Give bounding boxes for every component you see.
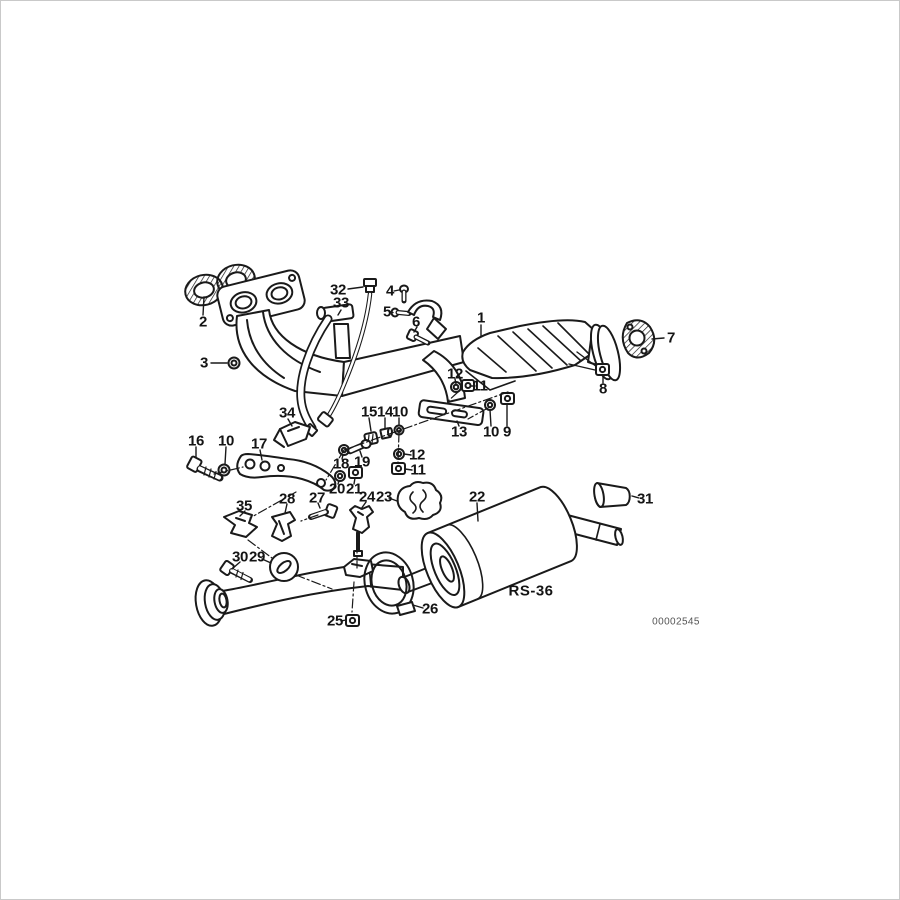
callout-12: 12 (446, 365, 464, 383)
bracket-17-drawing (236, 453, 337, 492)
callout-3: 3 (199, 354, 209, 372)
callout-10: 10 (217, 432, 235, 450)
callout-20: 20 (328, 480, 346, 498)
washer-12b-drawing (393, 448, 405, 460)
callout-17: 17 (250, 435, 268, 453)
callout-9: 9 (502, 423, 512, 441)
document-number: 00002545 (652, 616, 700, 628)
rear-gasket-7-drawing (621, 319, 656, 359)
nut-3-drawing (227, 356, 241, 370)
callout-24: 24 (358, 488, 376, 506)
callout-35: 35 (235, 497, 253, 515)
callout-8: 8 (598, 380, 608, 398)
callout-4: 4 (385, 282, 395, 300)
callout-12: 12 (408, 446, 426, 464)
callout-21: 21 (345, 480, 363, 498)
callout-10: 10 (391, 403, 409, 421)
drawing-code-label: RS-36 (508, 582, 554, 600)
hanger-24-drawing (349, 505, 374, 557)
clamp-ring-26-drawing (363, 551, 416, 616)
callout-29: 29 (248, 548, 266, 566)
leader-lines (195, 286, 665, 622)
muffler-22-drawing (397, 485, 624, 609)
callout-27: 27 (308, 489, 326, 507)
callout-28: 28 (278, 490, 296, 508)
callout-31: 31 (636, 490, 654, 508)
hose-fitting-33-drawing (316, 303, 355, 359)
callout-14: 14 (376, 403, 394, 421)
callout-33: 33 (332, 294, 350, 312)
callout-32: 32 (329, 281, 347, 299)
callout-11: 11 (410, 461, 426, 479)
washer-20-drawing (334, 470, 346, 482)
callout-18: 18 (332, 455, 350, 473)
tailpipe-tip-31-drawing (593, 482, 631, 508)
bolt-30-drawing (219, 560, 253, 583)
callout-10: 10 (482, 423, 500, 441)
clamp-28-drawing (271, 511, 296, 542)
nut-8-drawing (568, 351, 610, 376)
callout-13: 13 (450, 423, 468, 441)
callout-1: 1 (476, 309, 486, 327)
sensor-cable-32-drawing (317, 278, 377, 428)
callout-26: 26 (421, 600, 439, 618)
callout-11: 11 (472, 377, 488, 395)
callout-23: 23 (375, 488, 393, 506)
clamp-34-drawing (273, 421, 311, 448)
callout-6: 6 (411, 313, 421, 331)
bolt-16-drawing (186, 455, 224, 482)
callout-30: 30 (231, 548, 249, 566)
callout-25: 25 (326, 612, 344, 630)
rubber-mount-23-drawing (396, 481, 443, 520)
downpipe-flange-drawing (216, 269, 306, 327)
callout-19: 19 (353, 453, 371, 471)
callout-7: 7 (666, 329, 676, 347)
callout-22: 22 (468, 488, 486, 506)
assembly-centerlines (213, 391, 509, 613)
callout-2: 2 (198, 313, 208, 331)
rubber-ring-29-drawing (269, 552, 299, 582)
callout-5: 5 (382, 303, 392, 321)
callout-16: 16 (187, 432, 205, 450)
bolt-4-drawing (399, 284, 409, 304)
downpipe-drawing (235, 309, 345, 397)
washer-10c-drawing (484, 399, 496, 411)
callout-15: 15 (360, 403, 378, 421)
callout-34: 34 (278, 404, 296, 422)
